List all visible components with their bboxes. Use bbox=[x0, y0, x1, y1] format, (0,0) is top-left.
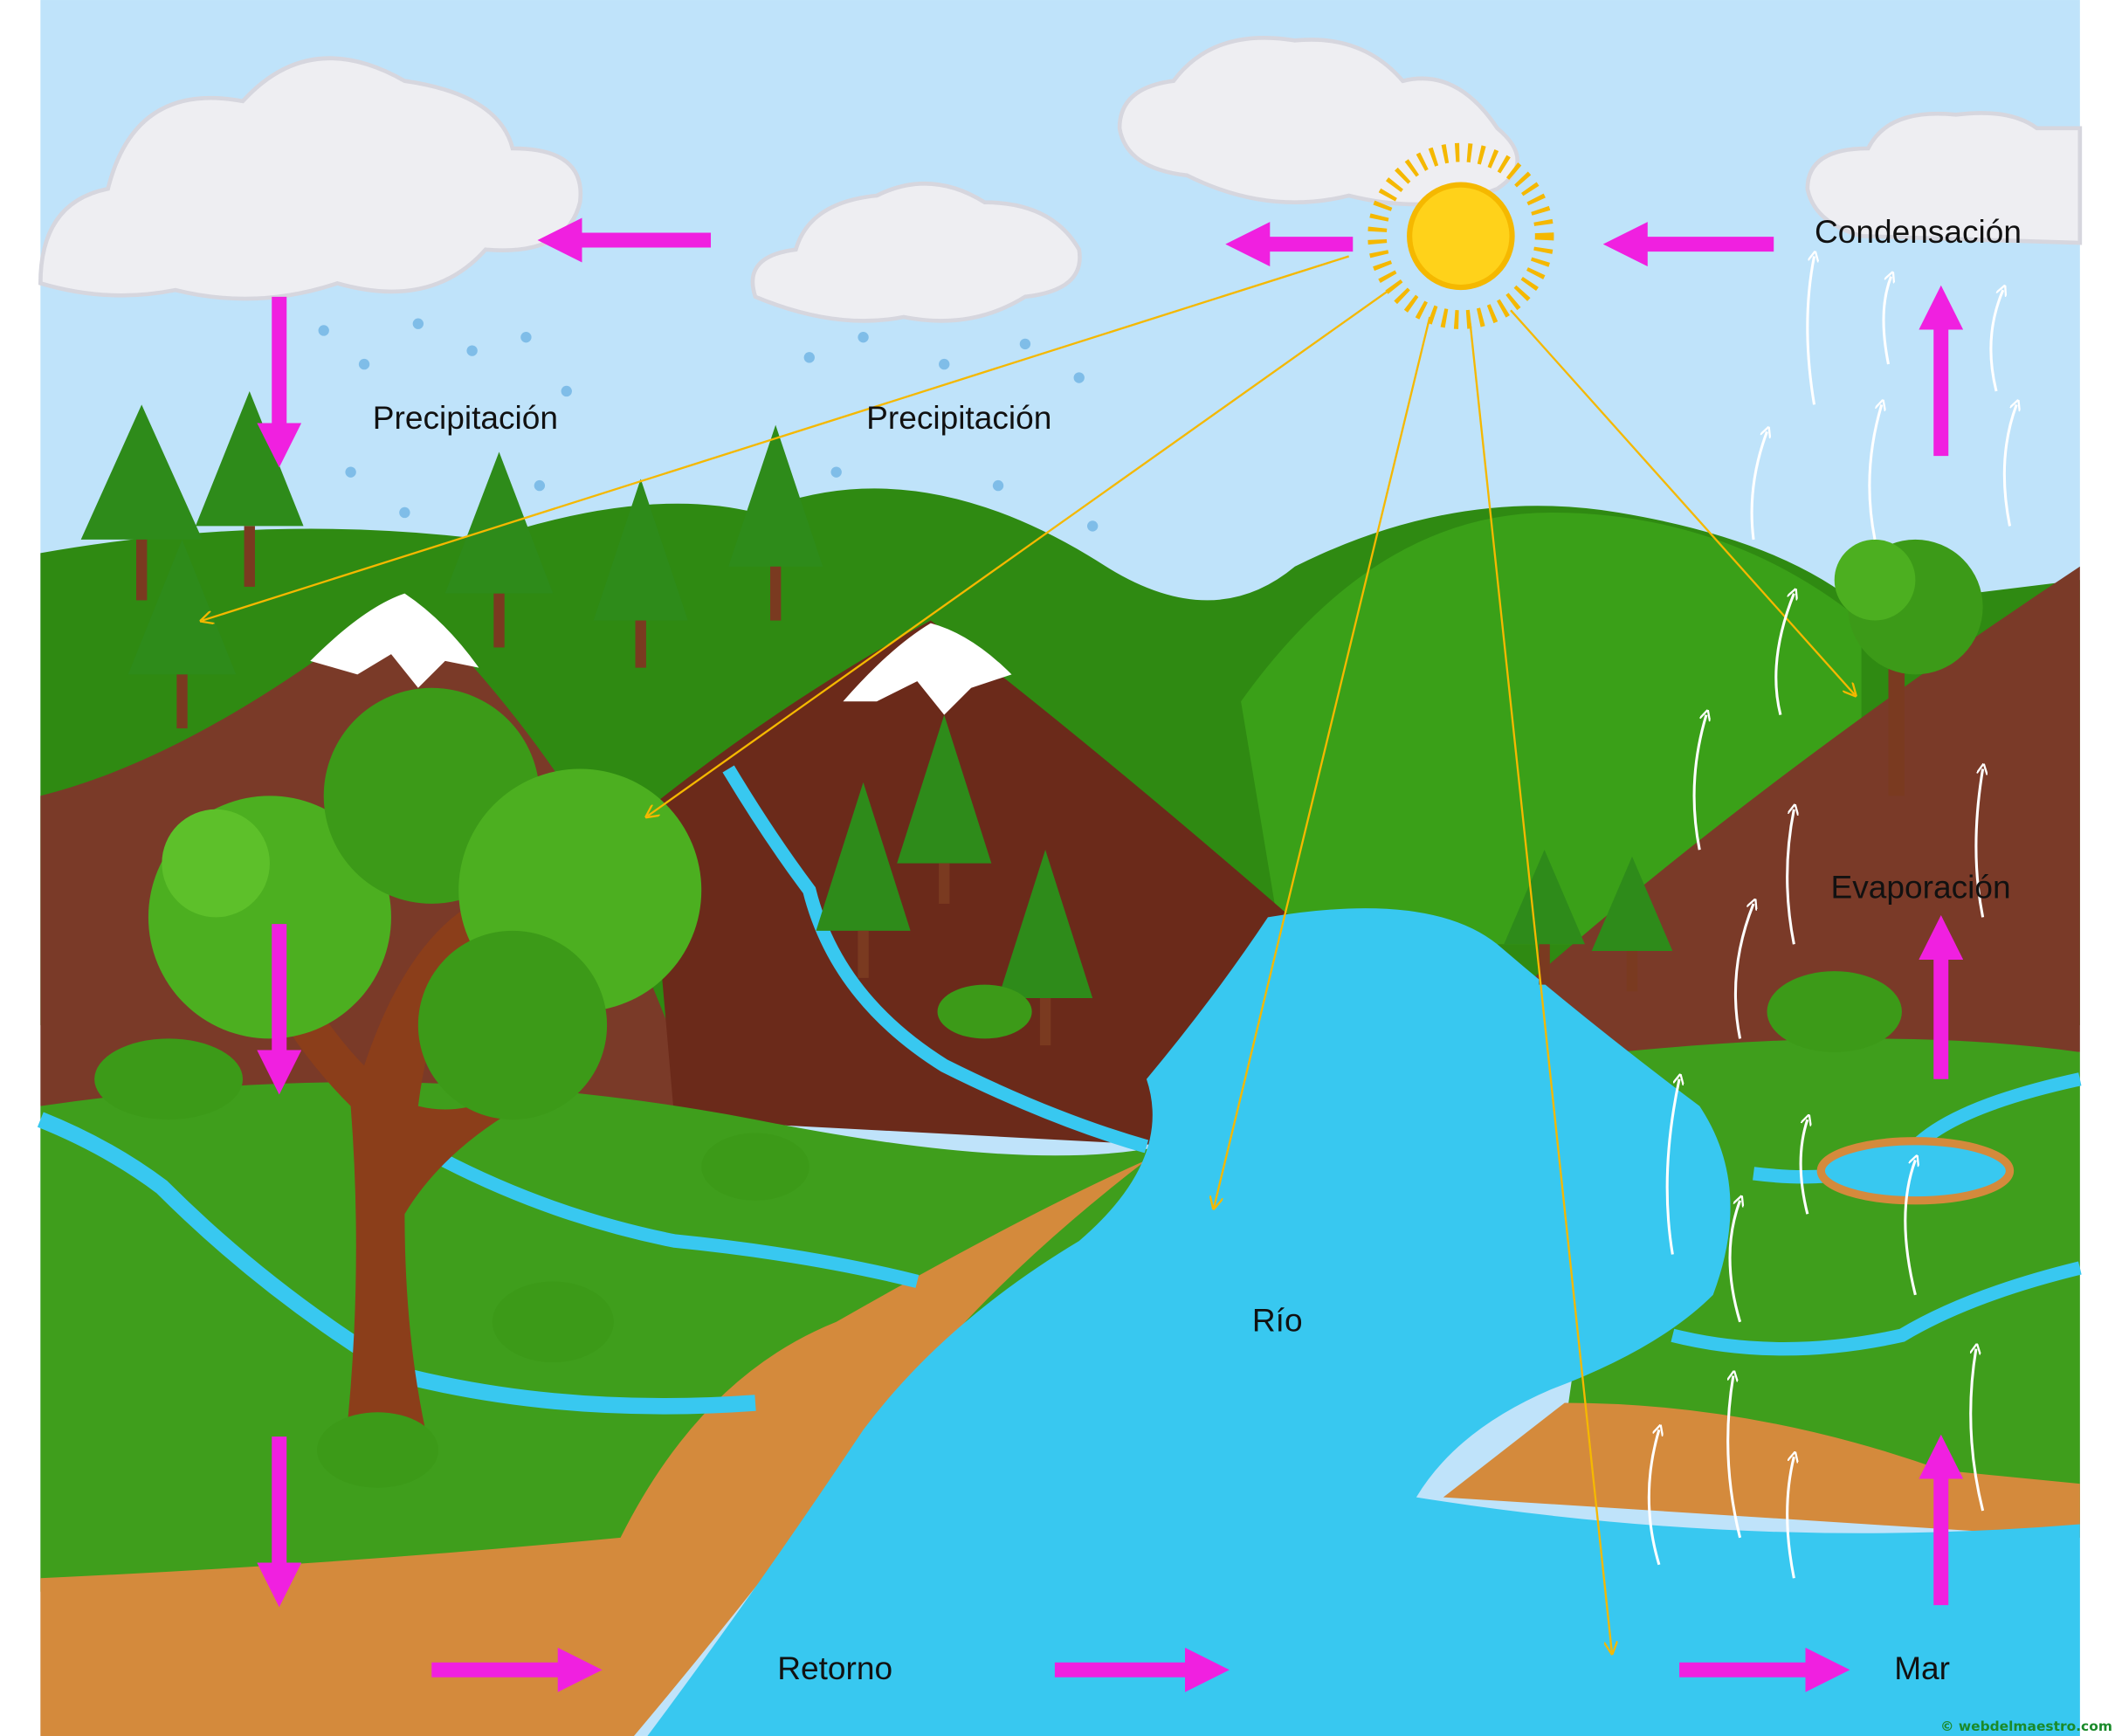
stream bbox=[1671, 1261, 2082, 1356]
stream bbox=[415, 1140, 920, 1288]
process-arrows bbox=[257, 217, 1964, 1692]
evaporation-wisps bbox=[1647, 257, 2016, 1579]
stream bbox=[37, 1112, 756, 1415]
mountain-center bbox=[647, 620, 1322, 1147]
pine-trees bbox=[80, 390, 1673, 1046]
watermark: © webdelmaestro.com bbox=[1940, 1719, 2112, 1734]
pond bbox=[1816, 1137, 2015, 1205]
big-tree bbox=[148, 687, 702, 1457]
cloud-icon bbox=[38, 56, 583, 301]
sun-rays bbox=[203, 255, 1855, 1653]
cloud-icon bbox=[1117, 36, 1519, 207]
label-precipitation-left: Precipitación bbox=[373, 399, 558, 436]
river bbox=[647, 908, 2080, 1736]
label-return: Retorno bbox=[777, 1650, 892, 1686]
label-evaporation: Evaporación bbox=[1831, 869, 2011, 906]
label-precipitation-right: Precipitación bbox=[866, 399, 1051, 436]
sun-icon bbox=[1368, 142, 1554, 329]
snow-cap bbox=[843, 623, 1012, 715]
stream bbox=[722, 765, 1149, 1154]
cloud-icon bbox=[750, 182, 1082, 323]
cloud-icon bbox=[1805, 111, 2083, 245]
label-river: Río bbox=[1252, 1302, 1303, 1339]
small-tree bbox=[1834, 539, 1983, 796]
label-condensation: Condensación bbox=[1815, 213, 2022, 250]
label-sea: Mar bbox=[1894, 1650, 1950, 1686]
sand-shore-right bbox=[1443, 1402, 2080, 1538]
sand-shore-left bbox=[40, 1160, 1147, 1736]
bushes bbox=[94, 971, 1902, 1488]
snow-cap bbox=[310, 593, 479, 688]
